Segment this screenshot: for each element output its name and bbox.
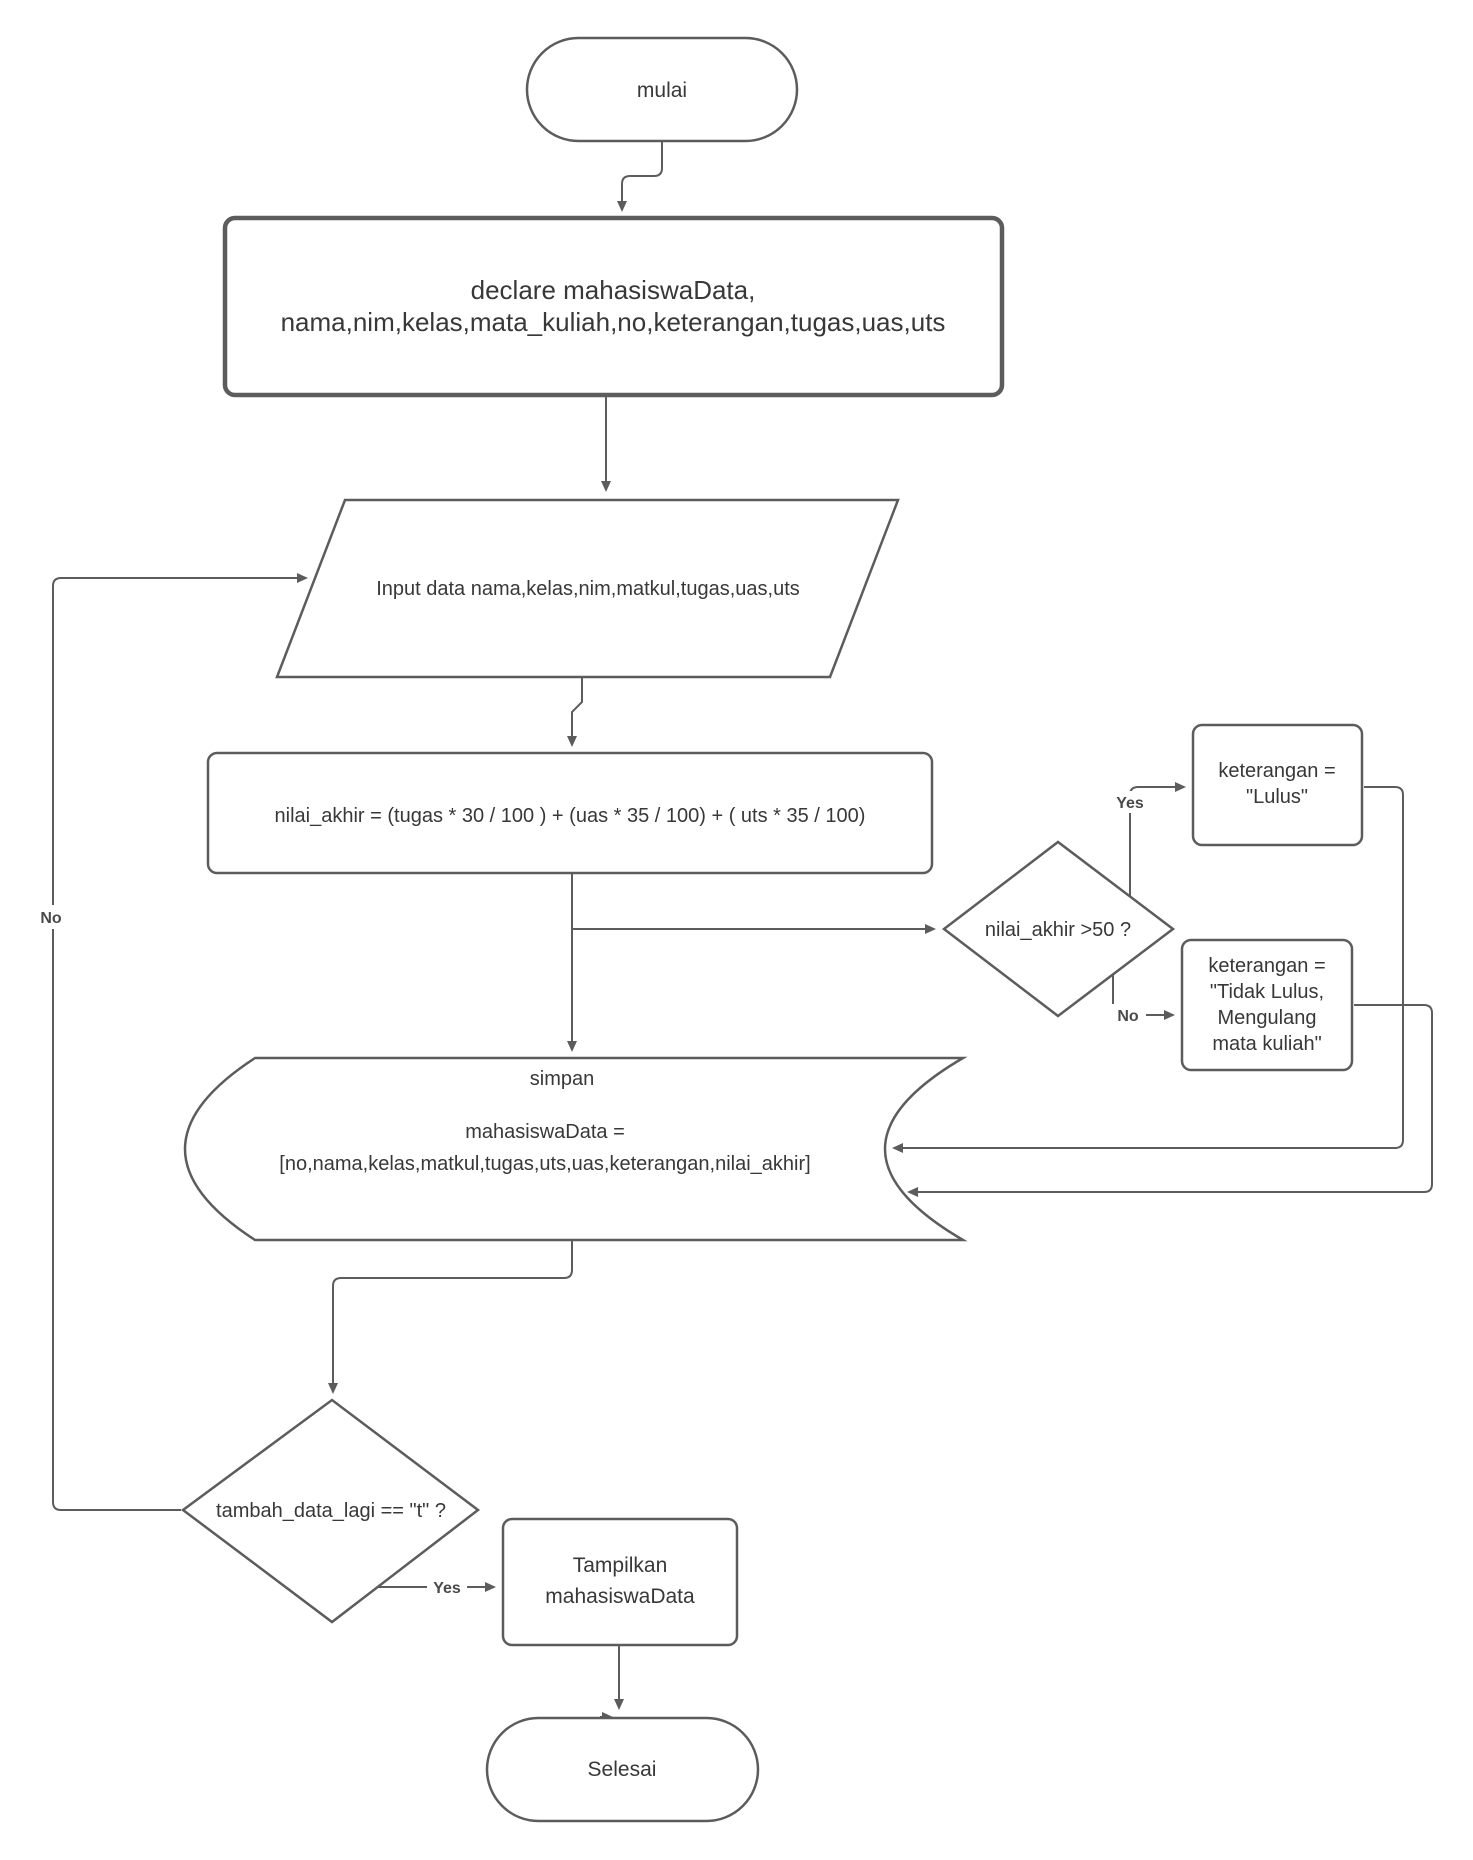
- tampilkan-process: [501, 1517, 739, 1647]
- edge-input-calc: [567, 678, 583, 747]
- lulus-label-line1: keterangan =: [1218, 760, 1335, 782]
- declare-label-line2: nama,nim,kelas,mata_kuliah,no,keterangan…: [281, 307, 946, 337]
- node-decision-more: tambah_data_lagi == "t" ?: [180, 1398, 481, 1624]
- edge-labels: Yes No Yes No: [35, 791, 1150, 1598]
- more-decision-label: tambah_data_lagi == "t" ?: [216, 1500, 446, 1522]
- more-decision-diamond: [180, 1398, 481, 1624]
- edge-start-declare: [617, 141, 663, 212]
- input-parallelogram: [275, 498, 900, 679]
- edge-lulus-simpan-feedback: [892, 786, 1404, 1153]
- tampilkan-label-line2: mahasiswaData: [545, 1585, 695, 1608]
- pass-no-label-bg: [1112, 1004, 1146, 1026]
- declare-label-line1: declare mahasiswaData,: [471, 275, 756, 305]
- tidak-lulus-label-line2: "Tidak Lulus,: [1210, 981, 1324, 1003]
- node-simpan: simpan mahasiswaData = [no,nama,kelas,ma…: [183, 1056, 968, 1242]
- tidak-lulus-label-line4: mata kuliah": [1212, 1033, 1321, 1055]
- calc-label: nilai_akhir = (tugas * 30 / 100 ) + (uas…: [275, 805, 866, 827]
- calc-process: [206, 751, 934, 875]
- lulus-label-line2: "Lulus": [1246, 786, 1308, 808]
- node-start: mulai: [525, 36, 799, 143]
- pass-decision-diamond: [941, 840, 1176, 1018]
- node-tidak-lulus: keterangan = "Tidak Lulus, Mengulang mat…: [1180, 938, 1354, 1072]
- node-tampilkan: Tampilkan mahasiswaData: [501, 1517, 739, 1647]
- more-no-label-bg: [35, 905, 69, 929]
- tidak-lulus-label-line1: keterangan =: [1208, 955, 1325, 977]
- tampilkan-label-line1: Tampilkan: [573, 1554, 668, 1577]
- input-label: Input data nama,kelas,nim,matkul,tugas,u…: [376, 578, 800, 600]
- node-declare: declare mahasiswaData, nama,nim,kelas,ma…: [222, 215, 1005, 398]
- pass-yes-label: Yes: [1116, 795, 1144, 812]
- edge-tidak-lulus-simpan-feedback: [907, 1004, 1433, 1197]
- node-lulus: keterangan = "Lulus": [1191, 723, 1364, 847]
- edge-more-no-loop-input: [52, 573, 308, 1511]
- simpan-label-line2: mahasiswaData =: [465, 1121, 625, 1143]
- tidak-lulus-label-line3: Mengulang: [1218, 1007, 1317, 1029]
- end-label: Selesai: [588, 1758, 657, 1781]
- node-calc: nilai_akhir = (tugas * 30 / 100 ) + (uas…: [206, 751, 934, 875]
- node-input: Input data nama,kelas,nim,matkul,tugas,u…: [275, 498, 900, 679]
- start-terminator: [525, 36, 799, 143]
- edge-simpan-decision-more: [328, 1241, 573, 1394]
- pass-no-label: No: [1117, 1008, 1139, 1025]
- simpan-label-line3: [no,nama,kelas,matkul,tugas,uts,uas,kete…: [279, 1153, 810, 1175]
- end-terminator: [485, 1716, 760, 1823]
- more-yes-label: Yes: [433, 1580, 461, 1597]
- lulus-process: [1191, 723, 1364, 847]
- tidak-lulus-process: [1180, 938, 1354, 1072]
- more-yes-label-bg: [427, 1576, 467, 1598]
- pass-yes-label-bg: [1110, 791, 1150, 813]
- more-no-label: No: [40, 910, 62, 927]
- declare-process: [222, 215, 1005, 398]
- simpan-label-line1: simpan: [530, 1068, 594, 1090]
- pass-decision-label: nilai_akhir >50 ?: [985, 919, 1131, 941]
- node-decision-pass: nilai_akhir >50 ?: [941, 840, 1176, 1018]
- start-label: mulai: [637, 79, 687, 102]
- node-end: Selesai: [485, 1716, 760, 1823]
- simpan-stored-data: [183, 1056, 968, 1242]
